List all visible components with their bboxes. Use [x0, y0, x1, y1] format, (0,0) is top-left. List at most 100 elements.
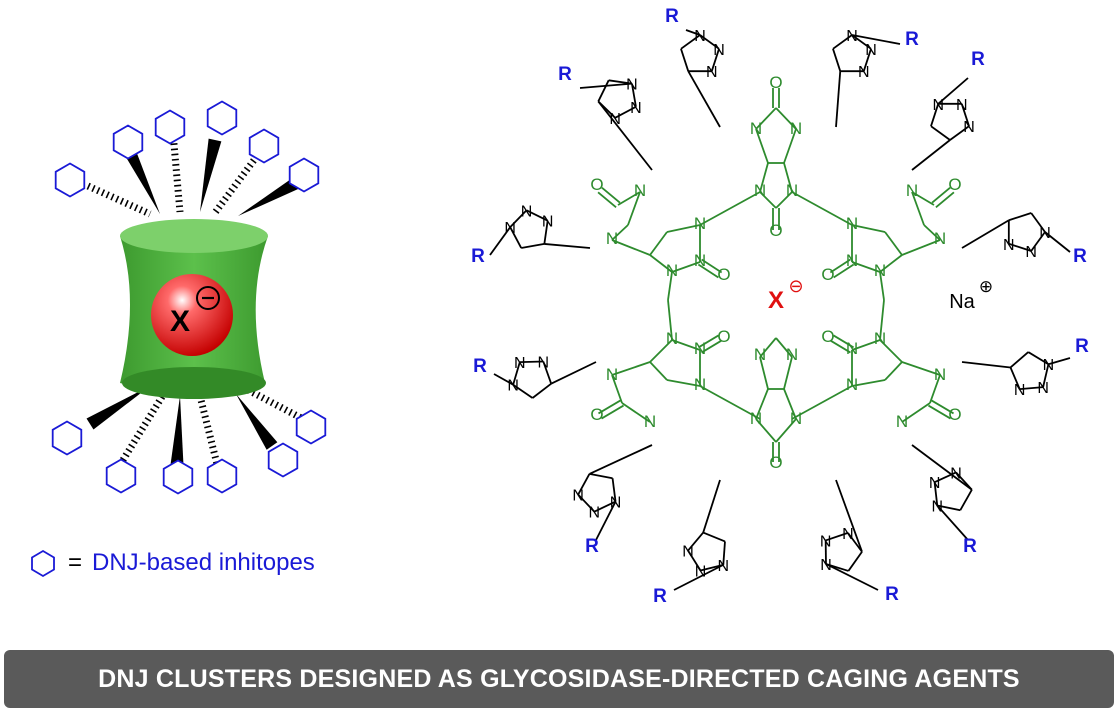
triazole-nitrogen: N	[694, 28, 706, 45]
triazole-nitrogen: N	[682, 544, 694, 561]
triazole-nitrogen: N	[626, 77, 638, 94]
oxygen-atom: O	[590, 175, 603, 194]
oxygen-atom: O	[717, 327, 730, 346]
bond	[961, 219, 1010, 249]
substituent-r: R	[1073, 246, 1087, 267]
bond	[493, 373, 514, 386]
nitrogen-atom: N	[754, 345, 766, 364]
bond	[666, 379, 701, 387]
nitrogen-atom: N	[644, 412, 656, 431]
bond	[775, 191, 793, 209]
wedge-bond	[236, 394, 278, 450]
bond	[543, 220, 549, 245]
bond	[710, 48, 720, 72]
bond	[611, 374, 623, 404]
bond	[526, 209, 549, 222]
bond	[851, 339, 881, 351]
bond	[597, 191, 617, 208]
bond	[775, 418, 797, 443]
nitrogen-atom: N	[786, 345, 798, 364]
hexagon-icon	[162, 459, 194, 495]
hexagon-icon	[295, 409, 327, 445]
bond	[851, 34, 872, 50]
bond	[931, 399, 954, 415]
hexagon-icon	[288, 157, 320, 193]
bond	[901, 402, 931, 423]
bond	[791, 191, 853, 226]
bond	[783, 388, 797, 420]
bond	[1027, 351, 1049, 365]
bond	[959, 489, 973, 511]
triazole-nitrogen: N	[589, 505, 601, 522]
bond	[667, 299, 673, 341]
bond	[542, 361, 553, 384]
bond	[930, 125, 951, 141]
triazole-nitrogen: N	[956, 97, 968, 114]
bond	[1030, 231, 1046, 252]
bond	[702, 531, 726, 543]
wedge-bond	[170, 396, 184, 466]
bond	[673, 564, 724, 591]
bond	[851, 261, 881, 273]
oxygen-atom: O	[717, 265, 730, 284]
bond	[949, 125, 970, 141]
nitrogen-atom: N	[846, 214, 858, 233]
bond	[829, 258, 851, 274]
bond	[611, 361, 651, 376]
hashed-bond	[211, 149, 263, 217]
bond	[649, 339, 673, 363]
nitrogen-atom: N	[634, 181, 646, 200]
substituent-r: R	[653, 586, 667, 607]
bond	[911, 191, 925, 226]
triazole-nitrogen: N	[514, 355, 526, 372]
bond	[699, 385, 761, 420]
inhitope-spokes	[86, 132, 307, 469]
bond	[521, 243, 545, 249]
hashed-bond	[169, 132, 184, 213]
bond	[671, 339, 701, 351]
nitrogen-atom: N	[754, 181, 766, 200]
wedge-bond	[86, 386, 150, 430]
bond	[825, 532, 849, 542]
nitrogen-atom: N	[906, 181, 918, 200]
triazole-nitrogen: N	[929, 475, 941, 492]
bond	[697, 334, 719, 349]
bond	[937, 77, 969, 105]
bond	[593, 500, 616, 513]
bond	[631, 83, 637, 107]
nitrogen-atom: N	[790, 119, 802, 138]
bond	[862, 48, 872, 72]
hashed-bond	[86, 182, 152, 218]
bond	[775, 107, 797, 130]
hexagon-icon	[248, 128, 280, 164]
bond	[755, 388, 769, 420]
bond	[699, 191, 761, 226]
triazole-nitrogen: N	[820, 557, 832, 574]
substituent-r: R	[558, 64, 572, 85]
bond	[825, 563, 879, 591]
nitrogen-atom: N	[694, 375, 706, 394]
banner-title: DNJ CLUSTERS DESIGNED AS GLYCOSIDASE-DIR…	[98, 664, 1020, 693]
nitrogen-atom: N	[846, 339, 858, 358]
bond	[884, 361, 903, 381]
nitrogen-atom: N	[666, 329, 678, 348]
oxygen-atom: O	[769, 453, 782, 472]
nitrogen-atom: N	[750, 409, 762, 428]
triazole-nitrogen: N	[932, 97, 944, 114]
nitrogen-atom: N	[606, 229, 618, 248]
legend-text: DNJ-based inhitopes	[92, 549, 315, 576]
oxygen-atom: O	[590, 405, 603, 424]
bond	[879, 271, 885, 301]
bond	[649, 254, 673, 273]
triazole-nitrogen: N	[718, 558, 730, 575]
hexagon-icon	[206, 100, 238, 136]
anion-ball	[151, 274, 233, 356]
anion-label: X	[170, 305, 190, 338]
bond	[911, 139, 951, 171]
oxygen-atom: O	[769, 73, 782, 92]
bond	[1048, 357, 1071, 366]
bond	[685, 29, 701, 36]
bond	[759, 356, 769, 390]
bond	[929, 374, 941, 404]
